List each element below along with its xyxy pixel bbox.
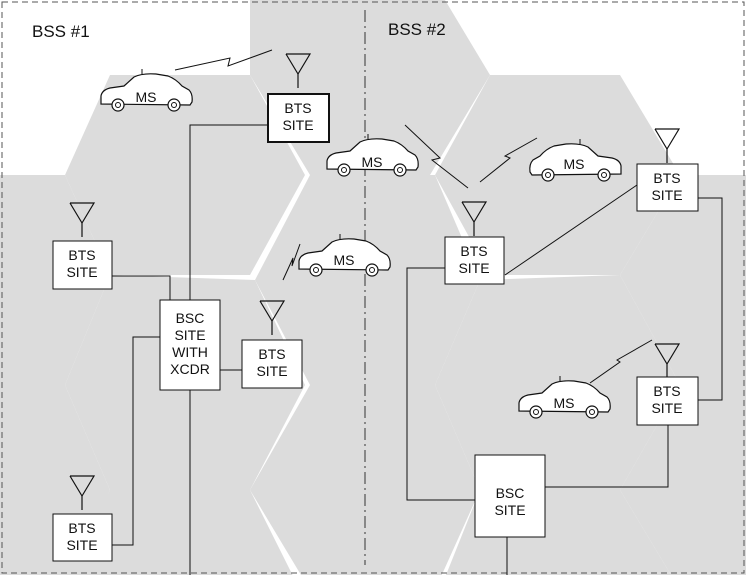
svg-text:SITE: SITE — [458, 260, 489, 276]
bts-site-center: BTS SITE — [444, 236, 505, 285]
svg-text:BTS: BTS — [460, 243, 487, 259]
bts-site-top: BTS SITE — [267, 93, 330, 143]
svg-text:BTS: BTS — [653, 383, 680, 399]
radio-link — [174, 49, 273, 71]
bts-site-bottom-left: BTS SITE — [52, 513, 113, 562]
svg-text:SITE: SITE — [282, 117, 313, 133]
cell — [67, 490, 293, 575]
svg-text:SITE: SITE — [651, 400, 682, 416]
bts-site-mid: BTS SITE — [241, 339, 303, 389]
radio-link — [479, 137, 538, 183]
svg-text:BTS: BTS — [284, 100, 311, 116]
ms-label: MS — [564, 156, 585, 172]
svg-text:MS: MS — [362, 154, 383, 170]
svg-text:BTS: BTS — [68, 247, 95, 263]
bsc-site: BSC SITE — [474, 454, 546, 538]
svg-text:XCDR: XCDR — [170, 361, 210, 377]
link-bts-right-bts-lowright — [698, 197, 723, 401]
svg-text:BSC: BSC — [176, 310, 205, 326]
links — [112, 124, 723, 575]
svg-text:MS: MS — [334, 252, 355, 268]
bss-2-label: BSS #2 — [388, 20, 446, 39]
link-bts-center-bts-right — [504, 184, 638, 276]
cell — [620, 175, 746, 385]
link-bsc1-bts-left — [112, 275, 171, 300]
link-bsc1-bts-top — [189, 124, 268, 300]
svg-text:BTS: BTS — [258, 346, 285, 362]
link-bsc2-bts-lowright — [545, 425, 669, 488]
radio-link — [404, 124, 469, 189]
mobile-station: MS — [518, 375, 611, 419]
svg-text:SITE: SITE — [256, 363, 287, 379]
cell — [620, 385, 746, 575]
svg-text:SITE: SITE — [66, 537, 97, 553]
link-bsc2-bts-center — [406, 267, 475, 501]
bts-site-right: BTS SITE — [636, 163, 699, 212]
bts-site-lower-right: BTS SITE — [636, 376, 699, 426]
svg-text:WITH: WITH — [172, 344, 208, 360]
mobile-station: MS — [326, 133, 419, 177]
svg-text:SITE: SITE — [66, 264, 97, 280]
svg-text:SITE: SITE — [494, 502, 525, 518]
svg-text:MS: MS — [136, 89, 157, 105]
link-bsc1-bts-bottom — [112, 336, 160, 546]
bsc-site-with-xcdr: BSC SITE WITH XCDR — [159, 299, 221, 391]
svg-text:SITE: SITE — [174, 327, 205, 343]
bss-1-label: BSS #1 — [32, 22, 90, 41]
bts-site-left: BTS SITE — [52, 240, 113, 290]
radio-link — [282, 243, 301, 281]
mobile-station: MS — [100, 68, 193, 112]
radio-links — [174, 49, 653, 384]
svg-text:BSC: BSC — [496, 485, 525, 501]
mobile-station: MS — [298, 233, 391, 277]
cell — [255, 175, 480, 385]
svg-text:SITE: SITE — [651, 187, 682, 203]
svg-text:MS: MS — [554, 395, 575, 411]
radio-link — [589, 339, 653, 384]
svg-text:BTS: BTS — [653, 170, 680, 186]
svg-text:BTS: BTS — [68, 520, 95, 536]
